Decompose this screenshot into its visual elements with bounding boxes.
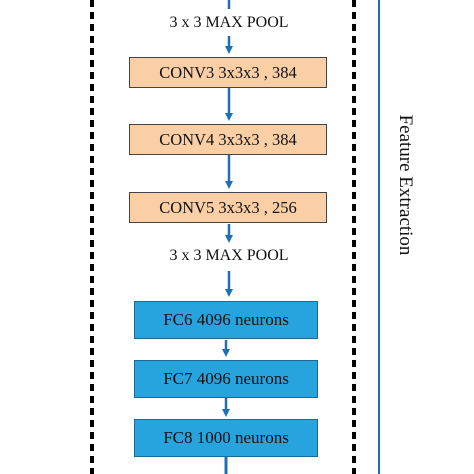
conv5-box: CONV5 3x3x3 , 256	[129, 192, 327, 223]
fc6-box: FC6 4096 neurons	[134, 301, 318, 339]
conv3-box: CONV3 3x3x3 , 384	[129, 57, 327, 88]
fc8-box: FC8 1000 neurons	[134, 419, 318, 457]
feature-extraction-label: Feature Extraction	[395, 114, 416, 256]
fc7-box: FC7 4096 neurons	[134, 360, 318, 398]
conv4-box: CONV4 3x3x3 , 384	[129, 124, 327, 155]
pool2-label: 3 x 3 MAX POOL	[169, 247, 289, 264]
pool1-label: 3 x 3 MAX POOL	[169, 14, 289, 31]
